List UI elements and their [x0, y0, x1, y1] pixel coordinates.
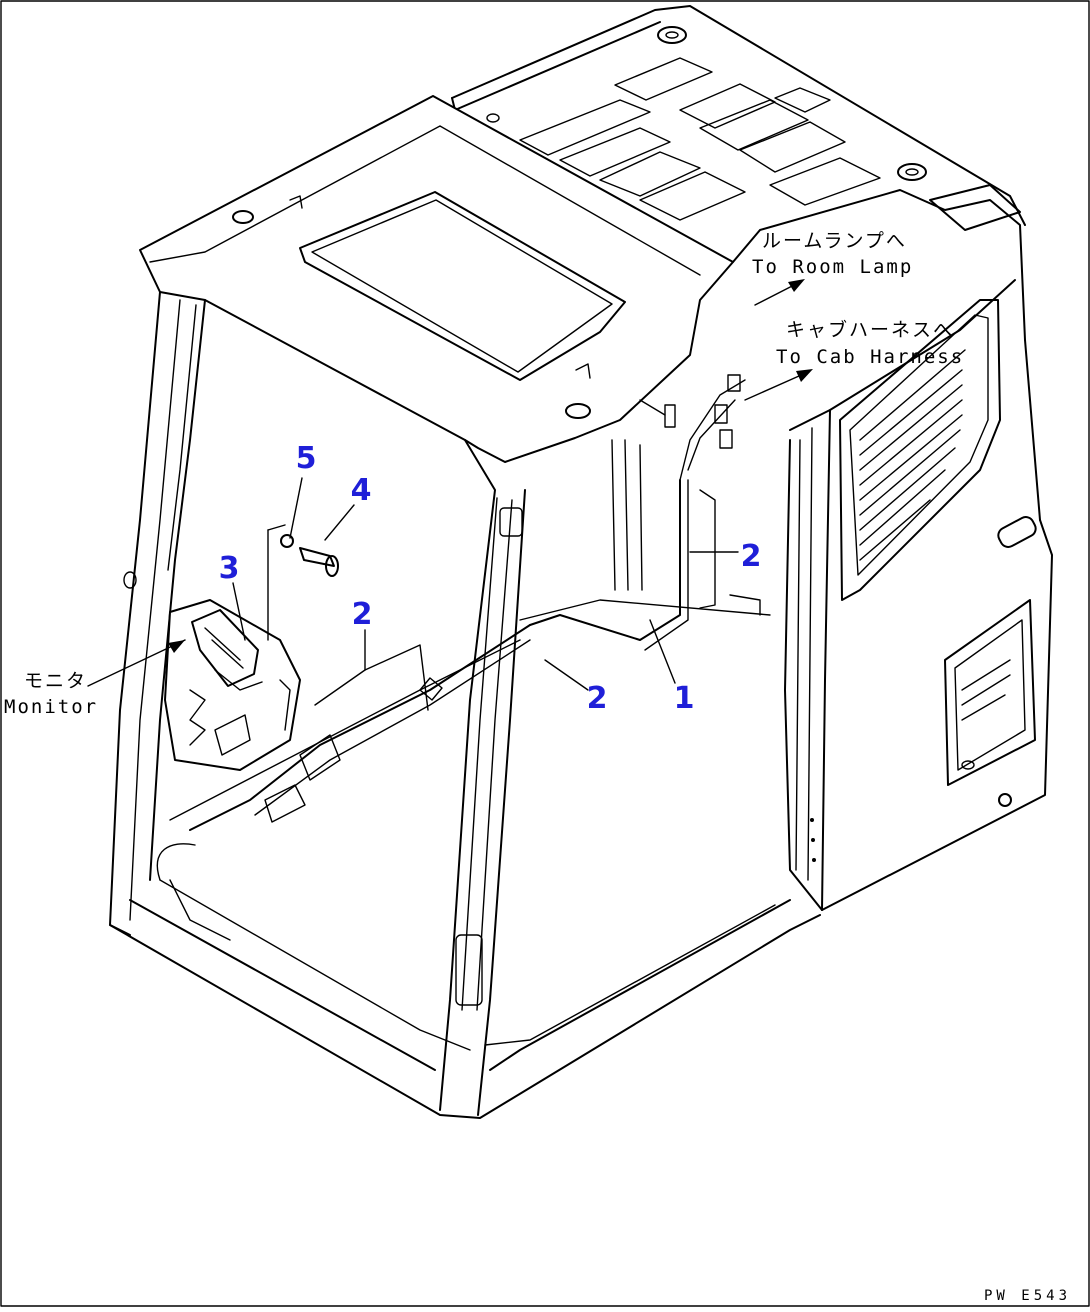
drawing-code: PW E543 — [984, 1288, 1071, 1304]
callout-5: 5 — [296, 441, 317, 476]
cab-frame — [109, 5, 1053, 1119]
bolt-hole — [232, 210, 254, 224]
main-harness — [529, 479, 681, 641]
room-lamp-label-en: To Room Lamp — [752, 256, 913, 278]
hardware — [280, 534, 339, 577]
door-handle — [997, 516, 1037, 548]
callout-4: 4 — [351, 473, 372, 508]
callout-3: 3 — [219, 551, 240, 586]
callout-1: 1 — [674, 681, 695, 716]
harness-assembly — [164, 374, 746, 831]
washer — [280, 534, 294, 548]
monitor-label-jp: モニタ — [24, 670, 87, 692]
monitor — [191, 609, 259, 687]
annotations: ルームランプへ To Room Lamp キャブハーネスへ To Cab Har… — [4, 230, 964, 718]
roof-panels — [519, 57, 881, 221]
room-lamp-label-jp: ルームランプへ — [762, 230, 907, 252]
callout-2: 2 — [352, 597, 373, 632]
door-window — [839, 299, 1001, 601]
bolt — [299, 547, 335, 567]
bolt-hole — [565, 403, 591, 419]
monitor-label-en: Monitor — [4, 696, 98, 718]
door-lower-window — [944, 599, 1036, 786]
leader-lines — [87, 279, 813, 711]
callout-2: 2 — [587, 681, 608, 716]
callout-numbers: 1 2 2 2 3 4 5 — [219, 441, 762, 716]
roof-fittings — [486, 26, 1021, 231]
cab-harness-label-jp: キャブハーネスへ — [786, 318, 954, 341]
callout-2: 2 — [741, 539, 762, 574]
cab-harness-label-en: To Cab Harness — [776, 346, 964, 368]
